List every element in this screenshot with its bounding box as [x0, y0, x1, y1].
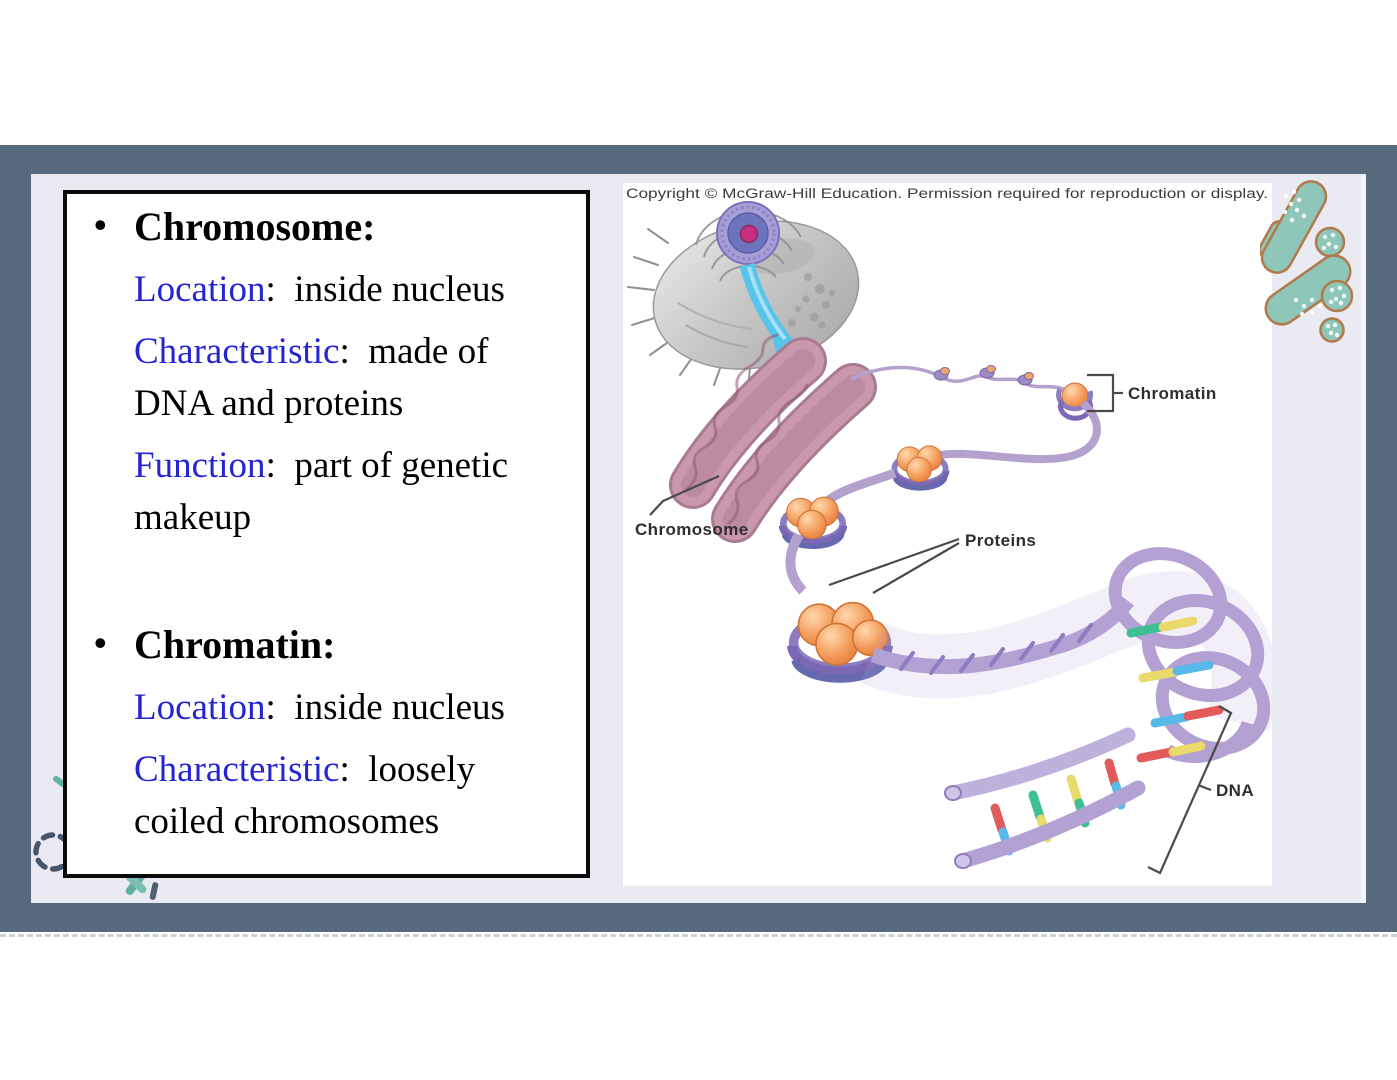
definition: part of genetic makeup: [134, 445, 518, 538]
bullet-marker: •: [94, 623, 107, 663]
definition-line: Location: inside nucleus: [67, 264, 572, 316]
bullet-title-chromatin: • Chromatin:: [67, 618, 572, 672]
supercoil-helix: [860, 547, 1276, 869]
separator: :: [265, 445, 295, 486]
figure-copyright: Copyright © McGraw-Hill Education. Permi…: [626, 186, 1268, 201]
term: Characteristic: [134, 331, 340, 372]
chromosome-illustration: [669, 333, 877, 543]
chromosome-label: Chromosome: [635, 520, 749, 539]
nucleosome-cascade: [778, 400, 1101, 683]
chromosome-structure-figure: Copyright © McGraw-Hill Education. Permi…: [623, 183, 1276, 886]
proteins-label: Proteins: [965, 531, 1036, 550]
definition: inside nucleus: [294, 269, 505, 310]
definition-line: Function: part of genetic makeup: [67, 440, 572, 544]
separator: :: [265, 687, 295, 728]
definition-line: Characteristic: loosely coiled chromosom…: [67, 744, 572, 848]
bacteria-decoration-icon: [1258, 180, 1372, 363]
title-text: Chromosome:: [134, 204, 376, 249]
separator: :: [339, 749, 369, 790]
frame-bottom-dashed-line: [0, 934, 1397, 937]
definition-line: Characteristic: made of DNA and proteins: [67, 326, 572, 430]
chromatin-label: Chromatin: [1128, 384, 1217, 403]
dna-label: DNA: [1216, 781, 1254, 800]
definition: inside nucleus: [294, 687, 505, 728]
definition-panel: • Chromosome: Location: inside nucleus Ch…: [63, 190, 590, 878]
bullet-title-chromosome: • Chromosome:: [67, 200, 572, 254]
term: Characteristic: [134, 749, 340, 790]
bullet-marker: •: [94, 205, 107, 245]
term: Location: [134, 269, 266, 310]
title-text: Chromatin:: [134, 622, 336, 667]
separator: :: [265, 269, 295, 310]
definition: made of DNA and proteins: [134, 331, 498, 424]
figure-annotations: [649, 373, 1233, 875]
term: Location: [134, 687, 266, 728]
nucleus-icon: [716, 201, 780, 265]
term: Function: [134, 445, 266, 486]
definition-line: Location: inside nucleus: [67, 682, 572, 734]
definition: loosely coiled chromosomes: [134, 749, 485, 842]
chromatin-string: [850, 365, 1094, 421]
separator: :: [339, 331, 369, 372]
